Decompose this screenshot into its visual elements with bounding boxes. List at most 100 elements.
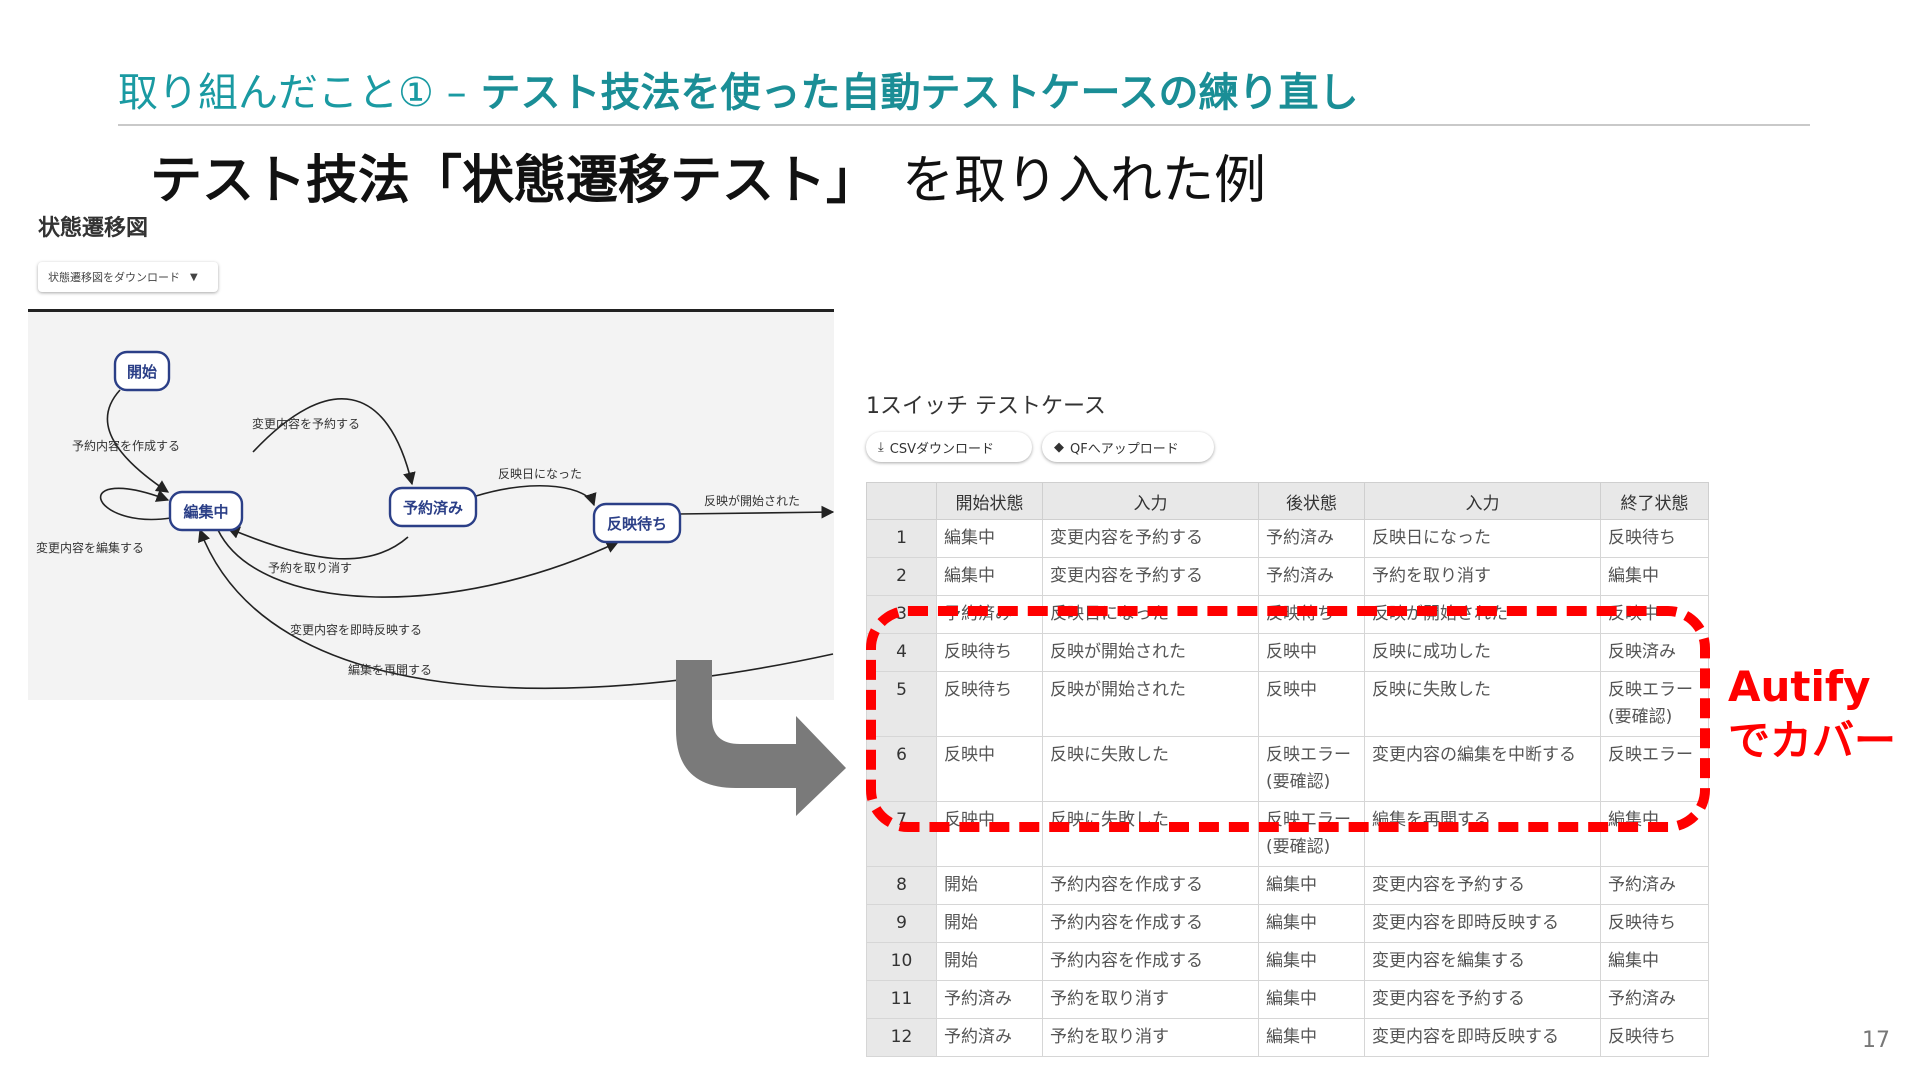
table-cell: 反映待ち (1600, 1018, 1709, 1057)
edge-resume (198, 528, 834, 690)
node-reserved-label: 予約済み (403, 499, 463, 517)
table-cell: 開始 (936, 904, 1043, 943)
diamond-icon: ◆ (1054, 439, 1064, 455)
table-cell: 予約済み (1600, 980, 1709, 1019)
autify-note-line1: Autify (1728, 662, 1871, 711)
state-transition-diagram: 開始 編集中 予約済み 反映待ち 予約内容を作成する 変更内容を予約する 反映日… (28, 312, 834, 700)
table-row: 12 予約済み 予約を取り消す 編集中 変更内容を即時反映する 反映待ち (866, 1018, 1709, 1057)
column-header (866, 482, 937, 520)
table-row: 11 予約済み 予約を取り消す 編集中 変更内容を予約する 予約済み (866, 980, 1709, 1019)
row-number: 9 (866, 904, 937, 943)
caret-down-icon: ▼ (190, 271, 198, 283)
diagram-download-button[interactable]: 状態遷移図をダウンロード ▼ (38, 262, 218, 292)
table-cell: 編集中 (1258, 980, 1365, 1019)
node-editing: 編集中 (168, 490, 244, 532)
edge-cancel (226, 526, 409, 560)
table-cell: 予約済み (936, 980, 1043, 1019)
autify-coverage-note: Autify でカバー (1728, 660, 1896, 768)
row-number: 12 (866, 1018, 937, 1057)
column-header: 開始状態 (936, 482, 1043, 520)
table-cell: 反映が開始された (1042, 671, 1259, 737)
page-number: 17 (1862, 1028, 1890, 1053)
edge-label-create: 予約内容を作成する (72, 438, 180, 453)
table-cell: 反映に成功した (1364, 633, 1601, 672)
edge-reserve (252, 398, 416, 486)
table-cell: 予約済み (1258, 557, 1365, 596)
column-header: 後状態 (1258, 482, 1365, 520)
table-cell: 編集中 (936, 557, 1043, 596)
edge-reflect-started (677, 505, 834, 519)
table-cell: 開始 (936, 866, 1043, 905)
table-cell: 変更内容を予約する (1042, 557, 1259, 596)
table-cell: 編集中 (1258, 866, 1365, 905)
edge-edit (99, 487, 172, 521)
table-row: 5 反映待ち 反映が開始された 反映中 反映に失敗した 反映エラー (要確認) (866, 671, 1709, 737)
testcase-table: 開始状態 入力 後状態 入力 終了状態 1 編集中 変更内容を予約する 予約済み… (866, 482, 1709, 1057)
edge-label-cancel: 予約を取り消す (268, 560, 352, 575)
csv-download-label: CSVダウンロード (889, 441, 994, 457)
column-header: 入力 (1364, 482, 1601, 520)
diagram-canvas: 開始 編集中 予約済み 反映待ち 予約内容を作成する 変更内容を予約する 反映日… (36, 350, 834, 690)
table-cell: 変更内容を予約する (1364, 980, 1601, 1019)
table-cell: 変更内容を予約する (1364, 866, 1601, 905)
header-title: テスト技法を使った自動テストケースの練り直し (480, 70, 1359, 116)
table-cell: 反映エラー (要確認) (1600, 671, 1709, 737)
header-divider (118, 124, 1810, 126)
node-waiting-label: 反映待ち (607, 515, 667, 533)
edge-label-reflect-day: 反映日になった (498, 467, 582, 481)
download-icon: ⤓ (878, 439, 884, 455)
table-cell: 変更内容を予約する (1042, 519, 1259, 558)
header-prefix: 取り組んだこと① – (118, 70, 467, 116)
table-row: 2 編集中 変更内容を予約する 予約済み 予約を取り消す 編集中 (866, 557, 1709, 596)
edge-create (106, 389, 170, 493)
diagram-heading: 状態遷移図 (38, 216, 149, 241)
row-number: 11 (866, 980, 937, 1019)
row-number: 6 (866, 736, 937, 802)
node-start-label: 開始 (127, 363, 157, 381)
edge-label-immediate: 変更内容を即時反映する (290, 622, 422, 637)
table-cell: 変更内容を即時反映する (1364, 904, 1601, 943)
table-cell: 反映エラー (要確認) (1258, 736, 1365, 802)
subtitle-bold: テスト技法「状態遷移テスト」 (150, 151, 879, 211)
csv-download-button[interactable]: ⤓ CSVダウンロード (866, 432, 1032, 462)
subtitle-rest: を取り入れた例 (902, 151, 1267, 211)
row-number: 1 (866, 519, 937, 558)
node-waiting: 反映待ち (592, 502, 682, 544)
edge-label-reserve: 変更内容を予約する (252, 416, 360, 431)
node-editing-label: 編集中 (183, 503, 228, 521)
node-start: 開始 (113, 350, 171, 392)
autify-coverage-highlight (866, 606, 1710, 832)
table-row: 9 開始 予約内容を作成する 編集中 変更内容を即時反映する 反映待ち (866, 904, 1709, 943)
edge-label-reflect-started: 反映が開始された (704, 493, 800, 508)
table-row: 4 反映待ち 反映が開始された 反映中 反映に成功した 反映済み (866, 633, 1709, 672)
table-row: 8 開始 予約内容を作成する 編集中 変更内容を予約する 予約済み (866, 866, 1709, 905)
table-cell: 予約内容を作成する (1042, 904, 1259, 943)
flow-arrow-icon (676, 660, 846, 816)
table-cell: 反映待ち (936, 633, 1043, 672)
table-cell: 予約内容を作成する (1042, 866, 1259, 905)
table-header-row: 開始状態 入力 後状態 入力 終了状態 (866, 482, 1709, 520)
table-cell: 予約済み (1600, 866, 1709, 905)
table-cell: 変更内容を編集する (1364, 942, 1601, 981)
table-cell: 反映中 (1258, 671, 1365, 737)
table-cell: 編集中 (1258, 1018, 1365, 1057)
table-cell: 編集中 (936, 519, 1043, 558)
table-cell: 編集中 (1258, 942, 1365, 981)
table-cell: 反映待ち (1600, 904, 1709, 943)
edge-label-edit: 変更内容を編集する (36, 540, 144, 555)
table-cell: 変更内容の編集を中断する (1364, 736, 1601, 802)
table-cell: 反映日になった (1364, 519, 1601, 558)
testcase-heading: 1スイッチ テストケース (866, 394, 1106, 419)
table-cell: 予約を取り消す (1042, 980, 1259, 1019)
table-cell: 予約内容を作成する (1042, 942, 1259, 981)
edge-immediate (217, 529, 620, 598)
table-row: 10 開始 予約内容を作成する 編集中 変更内容を編集する 編集中 (866, 942, 1709, 981)
table-cell: 反映エラー (1600, 736, 1709, 802)
autify-note-line2: でカバー (1728, 716, 1897, 765)
table-row: 1 編集中 変更内容を予約する 予約済み 反映日になった 反映待ち (866, 519, 1709, 558)
table-cell: 開始 (936, 942, 1043, 981)
table-cell: 予約を取り消す (1364, 557, 1601, 596)
qf-upload-button[interactable]: ◆ QFへアップロード (1042, 432, 1214, 462)
diagram-divider (28, 309, 834, 312)
table-cell: 反映中 (936, 736, 1043, 802)
